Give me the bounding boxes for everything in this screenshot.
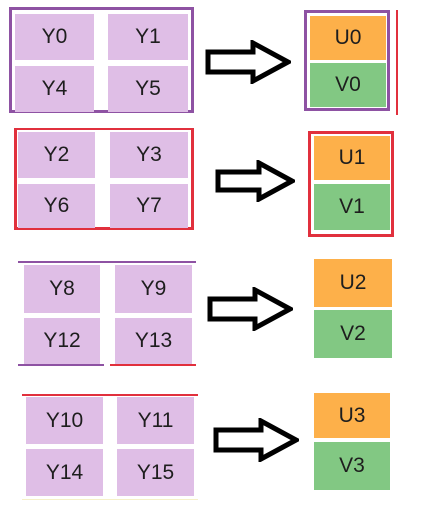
group2-top-line: [18, 261, 196, 263]
group0-y3: Y5: [108, 66, 188, 112]
right-arrow-icon: [213, 418, 299, 462]
group1-v: V1: [314, 184, 390, 230]
group1-y2: Y6: [18, 184, 95, 228]
group3-y1: Y11: [117, 397, 194, 444]
group1-top-line: [14, 128, 194, 130]
group0-uv-frame: [304, 10, 390, 111]
group3-top-line: [22, 394, 198, 396]
group3-y0: Y10: [26, 397, 103, 444]
edge-line: [396, 10, 398, 115]
group2-y2: Y12: [24, 318, 100, 364]
group0-frame: [9, 7, 194, 113]
group0-y1: Y1: [108, 14, 188, 60]
right-arrow-icon: [207, 287, 293, 331]
group1-y3: Y7: [110, 184, 188, 228]
group2-bottom-line-purple: [18, 364, 104, 366]
group1-u: U1: [314, 136, 390, 180]
right-arrow-icon: [205, 40, 291, 84]
group2-y3: Y13: [115, 318, 192, 364]
group3-y3: Y15: [117, 449, 194, 496]
group2-y0: Y8: [24, 265, 100, 313]
group1-y1: Y3: [110, 132, 188, 178]
group3-v: V3: [314, 442, 390, 490]
group0-v: V0: [310, 63, 386, 107]
group0-y0: Y0: [15, 14, 94, 60]
group2-u: U2: [314, 259, 392, 307]
right-arrow-icon: [215, 160, 295, 202]
group2-bottom-line-red: [110, 364, 196, 366]
group1-y0: Y2: [18, 132, 95, 178]
group1-uv-frame: [308, 131, 394, 237]
group2-v: V2: [314, 310, 392, 358]
group3-y2: Y14: [26, 449, 103, 496]
group1-frame: [14, 128, 194, 230]
group2-y1: Y9: [115, 265, 192, 313]
group0-u: U0: [310, 16, 386, 60]
group0-y2: Y4: [15, 66, 94, 112]
group3-u: U3: [314, 393, 390, 438]
group3-bottom-line: [22, 499, 198, 500]
